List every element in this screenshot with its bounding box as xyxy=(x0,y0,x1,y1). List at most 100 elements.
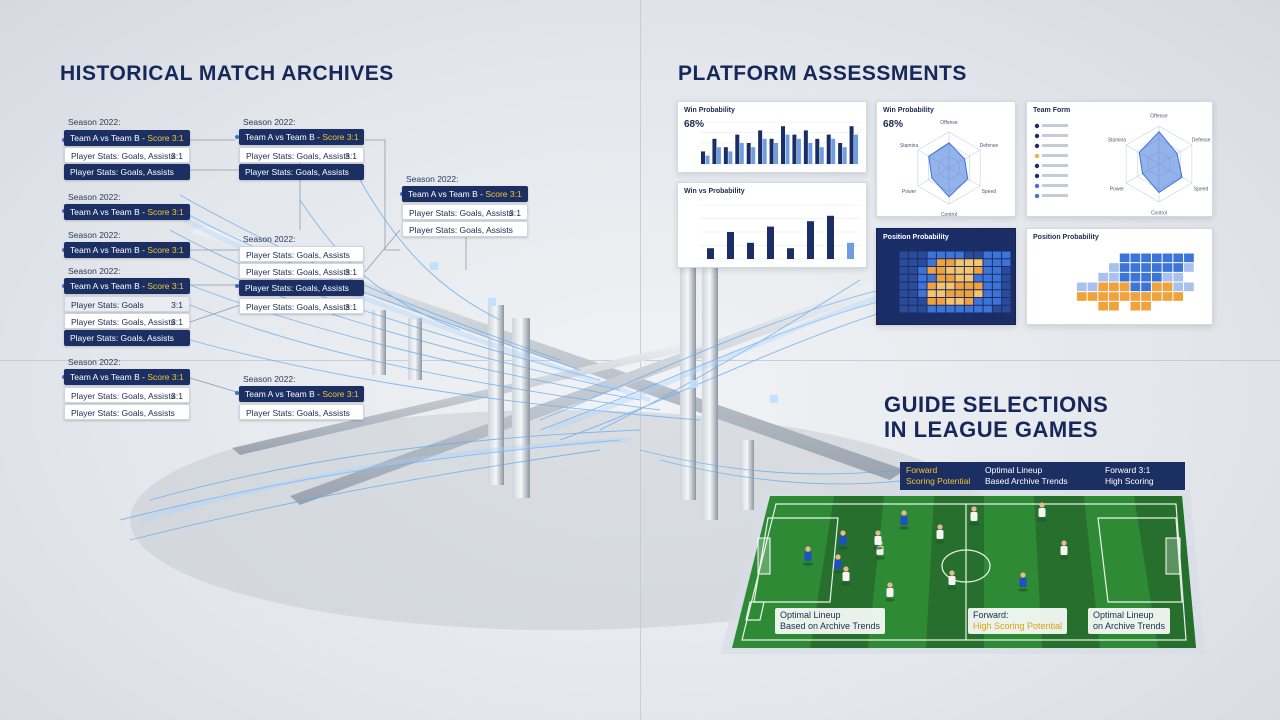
radar-axis-label: Power xyxy=(1110,186,1125,192)
match-card[interactable]: Team A vs Team B - Score 3:1 xyxy=(239,386,364,402)
heatmap-cell xyxy=(1109,292,1119,301)
position-probability-heatmap-panel[interactable]: Position Probability xyxy=(876,228,1016,325)
heatmap-cell xyxy=(1184,292,1194,301)
match-card[interactable]: Team A vs Team B - Score 3:1 xyxy=(239,129,364,145)
heatmap-cell xyxy=(1173,272,1184,282)
player-stats-text: Player Stats: Goals xyxy=(71,300,144,310)
heatmap-cell xyxy=(1066,272,1076,282)
match-card[interactable]: Team A vs Team B - Score 3:1 xyxy=(64,242,190,258)
heatmap-cell xyxy=(1141,301,1151,311)
player-stats-score: 3:1 xyxy=(509,208,521,218)
radar-axis-label: Speed xyxy=(982,189,997,195)
field-label-optimal-lineup[interactable]: Optimal Lineup on Archive Trends xyxy=(1088,608,1171,634)
bridge-deck-cross xyxy=(290,280,892,505)
heatmap-cell xyxy=(927,259,936,266)
heading-platform-assessments: PLATFORM ASSESSMENTS xyxy=(678,62,967,85)
chart-bar xyxy=(796,138,801,164)
heatmap-cell xyxy=(955,251,964,259)
field-label-optimal-lineup[interactable]: Optimal Lineup Based on Archive Trends xyxy=(775,608,886,634)
player-stats-card[interactable]: Player Stats: Goals, Assists xyxy=(402,221,528,237)
heatmap-cell xyxy=(927,251,936,259)
panel-title: Position Probability xyxy=(883,234,949,241)
player-stats-text: Player Stats: Goals, Assists xyxy=(71,151,175,161)
season-label: Season 2022: xyxy=(68,357,121,367)
panel-title: Win vs Probability xyxy=(684,188,745,195)
heatmap-cell xyxy=(908,282,918,290)
match-card[interactable]: Player Stats: Goals, Assists xyxy=(64,164,190,180)
heatmap-cell xyxy=(1055,253,1066,263)
match-card[interactable]: Team A vs Team B - Score 3:1 xyxy=(64,278,190,294)
player-stats-card[interactable]: Player Stats: Goals, Assists xyxy=(64,404,190,420)
match-teams: Player Stats: Goals, Assists xyxy=(245,167,349,177)
heatmap-cell xyxy=(955,267,964,274)
panel-title: Win Probability xyxy=(883,107,934,114)
match-card[interactable]: Team A vs Team B - Score 3:1 xyxy=(64,130,190,146)
heatmap-cell xyxy=(1066,263,1076,272)
position-probability-heatmap-panel[interactable]: Position Probability xyxy=(1026,228,1213,325)
heatmap-cell xyxy=(1076,263,1087,272)
heatmap-cell xyxy=(1119,282,1130,292)
radar-axis-label: Offense xyxy=(1150,113,1168,119)
heatmap-cell xyxy=(927,282,936,290)
field-label-line: on Archive Trends xyxy=(1093,621,1166,631)
radar-axis-label: Defense xyxy=(980,143,999,149)
match-card[interactable]: Team A vs Team B - Score 3:1 xyxy=(402,186,528,202)
heatmap-cell xyxy=(964,282,974,290)
heatmap-cell xyxy=(955,305,964,313)
heatmap-cell xyxy=(899,259,908,266)
chart-bar xyxy=(815,138,820,164)
match-teams: Team A vs Team B - xyxy=(70,372,148,382)
heatmap-cell xyxy=(955,282,964,290)
player-stats-text: Player Stats: Goals, Assists xyxy=(71,391,175,401)
heatmap-cell xyxy=(946,305,955,313)
chart-bar xyxy=(767,226,774,259)
heatmap-cell xyxy=(1162,292,1173,301)
chart-bar xyxy=(807,221,814,259)
win-vs-probability-bar-panel[interactable]: Win vs Probability xyxy=(677,182,867,268)
match-teams: Team A vs Team B - xyxy=(245,389,323,399)
chart-bar xyxy=(701,151,705,164)
match-card[interactable]: Player Stats: Goals, Assists xyxy=(239,280,364,296)
heatmap-cell xyxy=(1002,290,1011,297)
legend-text-line xyxy=(1042,154,1068,157)
field-info-bar[interactable]: Forward Scoring Potential Optimal Lineup… xyxy=(900,462,1185,490)
chart-bar xyxy=(746,143,751,164)
panel-headline: 68% xyxy=(883,119,904,130)
field-label-forward[interactable]: Forward: High Scoring Potential xyxy=(968,608,1068,634)
chart-bar xyxy=(728,151,733,164)
chart-bar xyxy=(827,215,834,259)
heatmap-cell xyxy=(1098,272,1109,282)
radar-axis-label: Speed xyxy=(1194,186,1209,192)
player-body xyxy=(936,530,944,539)
player-stats-card[interactable]: Player Stats: Goals, Assists xyxy=(239,246,364,262)
heatmap-cell xyxy=(992,282,1002,290)
match-card[interactable]: Player Stats: Goals, Assists xyxy=(239,164,364,180)
match-card[interactable]: Team A vs Team B - Score 3:1 xyxy=(64,204,190,220)
heatmap-cell xyxy=(955,298,964,305)
legend-text-line xyxy=(1042,194,1068,197)
bridge-pillar xyxy=(372,310,386,375)
heatmap-cell xyxy=(1098,253,1109,263)
chart-bar xyxy=(785,134,790,164)
heatmap-cell xyxy=(946,274,955,282)
player-stats-text: Player Stats: Goals, Assists xyxy=(246,151,350,161)
match-card[interactable]: Player Stats: Goals, Assists xyxy=(64,330,190,346)
player-stats-score: 3:1 xyxy=(345,267,357,277)
radar-axis-label: Control xyxy=(1151,211,1167,217)
win-probability-bar-panel[interactable]: Win Probability 68% xyxy=(677,101,867,173)
player-stats-card[interactable]: Player Stats: Goals, Assists xyxy=(239,404,364,420)
heatmap-cell xyxy=(1002,305,1011,313)
heatmap-cell xyxy=(936,298,946,305)
chart-bar xyxy=(803,130,808,164)
match-card[interactable]: Team A vs Team B - Score 3:1 xyxy=(64,369,190,385)
